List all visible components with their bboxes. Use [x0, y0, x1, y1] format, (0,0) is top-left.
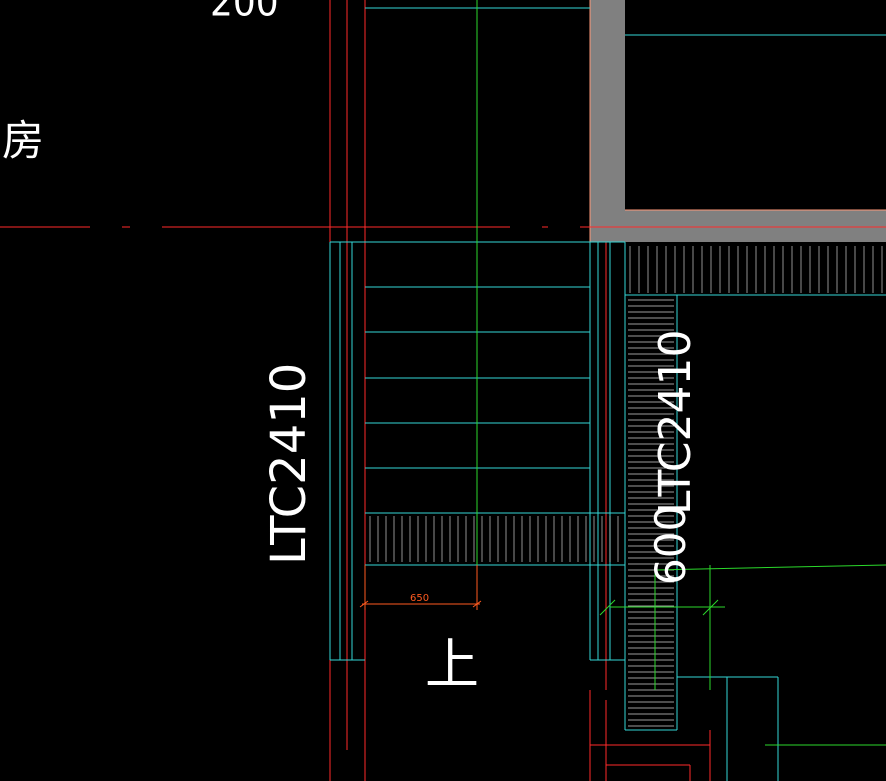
- dimension-650-label: 650: [410, 593, 429, 604]
- hatch-right-column: [628, 299, 674, 727]
- top-dimension-text: 200: [210, 0, 279, 25]
- gray-wall-block: [589, 0, 886, 242]
- dimension-600-text: 600: [646, 505, 695, 585]
- stair-label-left: LTC2410: [261, 363, 317, 565]
- stair-label-right: LTC2410: [650, 330, 701, 515]
- hatch-top-right: [629, 246, 883, 293]
- room-label: 房: [2, 116, 44, 165]
- center-line: [476, 0, 886, 746]
- up-arrow-text: 上: [425, 633, 479, 696]
- dimension-650: [359, 565, 482, 610]
- hatch-bottom-landing: [369, 516, 619, 562]
